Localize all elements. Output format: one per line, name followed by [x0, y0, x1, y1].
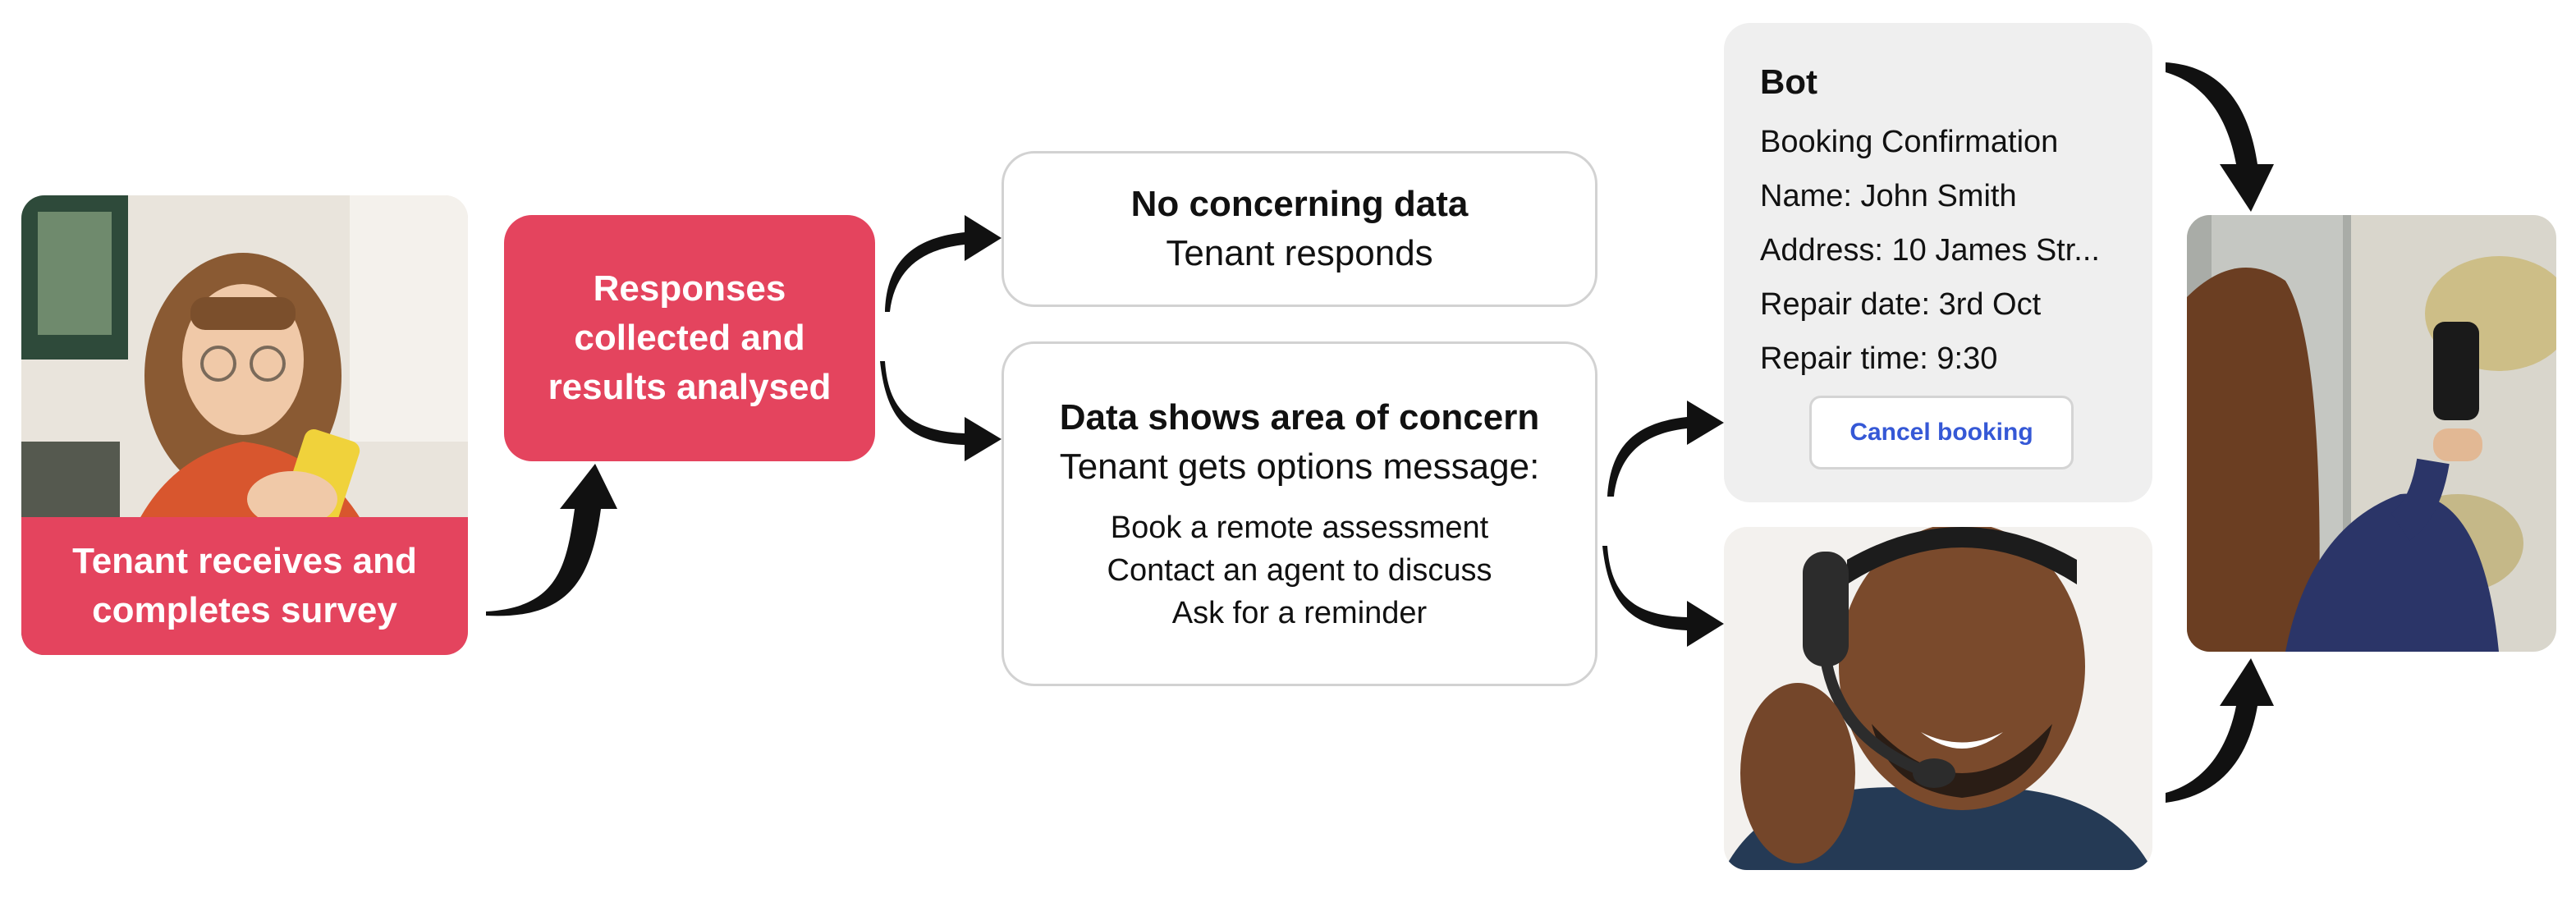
- responses-box: Responses collected and results analysed: [504, 215, 875, 461]
- concern-option: Book a remote assessment: [1110, 511, 1489, 545]
- no-concern-title: No concerning data: [1130, 184, 1469, 224]
- survey-caption-text: Tenant receives and completes survey: [72, 541, 417, 630]
- responses-label: Responses collected and results analysed: [548, 268, 832, 407]
- bot-line: Address: 10 James Str...: [1760, 233, 2100, 268]
- inspection-photo: [2187, 215, 2556, 652]
- concern-option: Ask for a reminder: [1171, 596, 1428, 630]
- no-concern-subtitle: Tenant responds: [1166, 233, 1433, 273]
- concern-title: Data shows area of concern: [1059, 397, 1540, 437]
- no-concern-box: No concerning data Tenant responds: [1002, 151, 1597, 307]
- curved-arrow-icon: [880, 361, 1002, 461]
- curved-arrow-icon: [486, 464, 617, 616]
- curved-arrow-icon: [1607, 401, 1724, 497]
- survey-caption: Tenant receives and completes survey: [21, 517, 468, 655]
- bot-card: Bot Booking Confirmation Name: John Smit…: [1724, 23, 2152, 502]
- concern-subtitle: Tenant gets options message:: [1059, 447, 1540, 487]
- bot-line: Repair time: 9:30: [1760, 341, 1998, 376]
- bot-line: Name: John Smith: [1760, 179, 2017, 213]
- curved-arrow-icon: [2166, 658, 2274, 803]
- bot-line: Repair date: 3rd Oct: [1760, 287, 2042, 322]
- bot-title: Bot: [1760, 62, 1817, 101]
- concern-option: Contact an agent to discuss: [1107, 553, 1492, 588]
- cancel-booking-button[interactable]: Cancel booking: [1809, 396, 2074, 469]
- curved-arrow-icon: [885, 215, 1002, 312]
- bot-line: Booking Confirmation: [1760, 125, 2059, 159]
- curved-arrow-icon: [1602, 546, 1724, 647]
- concern-box: Data shows area of concern Tenant gets o…: [1002, 341, 1597, 686]
- agent-headset-photo: [1724, 527, 2152, 870]
- curved-arrow-icon: [2166, 62, 2274, 212]
